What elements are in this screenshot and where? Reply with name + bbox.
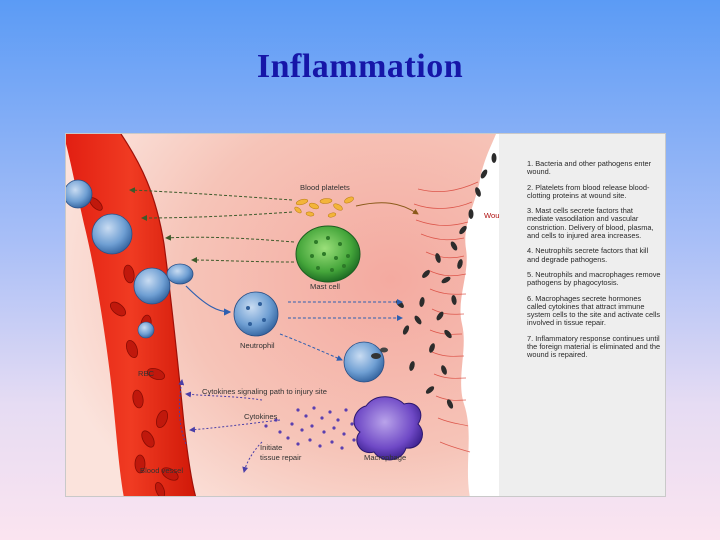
legend-panel: 1. Bacteria and other pathogens enter wo… [499,134,665,496]
mast-cell-arrows [279,299,403,361]
neutrophil-cell [233,291,279,337]
macrophage-cell [353,396,423,461]
label-neutrophil: Neutrophil [240,341,275,350]
slide-title: Inflammation [256,48,464,85]
legend-item-2: 2. Platelets from blood release blood-cl… [527,182,650,200]
legend-item-3: 3. Mast cells secrete factors that media… [527,206,654,241]
legend-item-4: 4. Neutrophils secrete factors that kill… [527,246,649,264]
label-mast-cell: Mast cell [310,282,340,291]
neutrophil-phagocytosing [343,341,388,383]
red-blood-cells [89,197,179,496]
legend-item-7: 7. Inflammatory response continues until… [527,333,661,360]
label-blood-platelets: Blood platelets [300,183,350,192]
label-blood-vessel: Blood vessel [140,466,183,475]
mast-cell [295,225,361,283]
cytokine-arrows [178,379,281,473]
label-initiate: Initiate [260,443,282,452]
label-tissue-repair: tissue repair [260,453,302,462]
label-cytokines: Cytokines [244,412,278,421]
platelet-to-wound-arrow [355,202,419,215]
cytokine-particles [264,406,356,450]
legend-item-1: 1. Bacteria and other pathogens enter wo… [527,159,652,177]
label-rbc: RBC [138,369,155,378]
blood-platelets [294,196,354,218]
label-cytokines-signal: Cytokines signaling path to injury site [202,387,327,396]
wound-gap [460,134,499,496]
wound-edge-fibers [413,181,479,453]
diagram-illustration: Blood platelets Wound Mast cell Neutroph… [66,134,499,496]
platelet-arrows [129,187,295,264]
vessel-white-cells [66,179,194,339]
label-wound: Wound [484,211,499,220]
neutrophil-migration-arrow [185,285,232,316]
legend-item-6: 6. Macrophages secrete hormones called c… [527,293,661,328]
label-macrophage: Macrophage [364,453,406,462]
inflammation-diagram: Blood platelets Wound Mast cell Neutroph… [65,133,666,497]
legend-item-5: 5. Neutrophils and macrophages remove pa… [527,269,661,288]
